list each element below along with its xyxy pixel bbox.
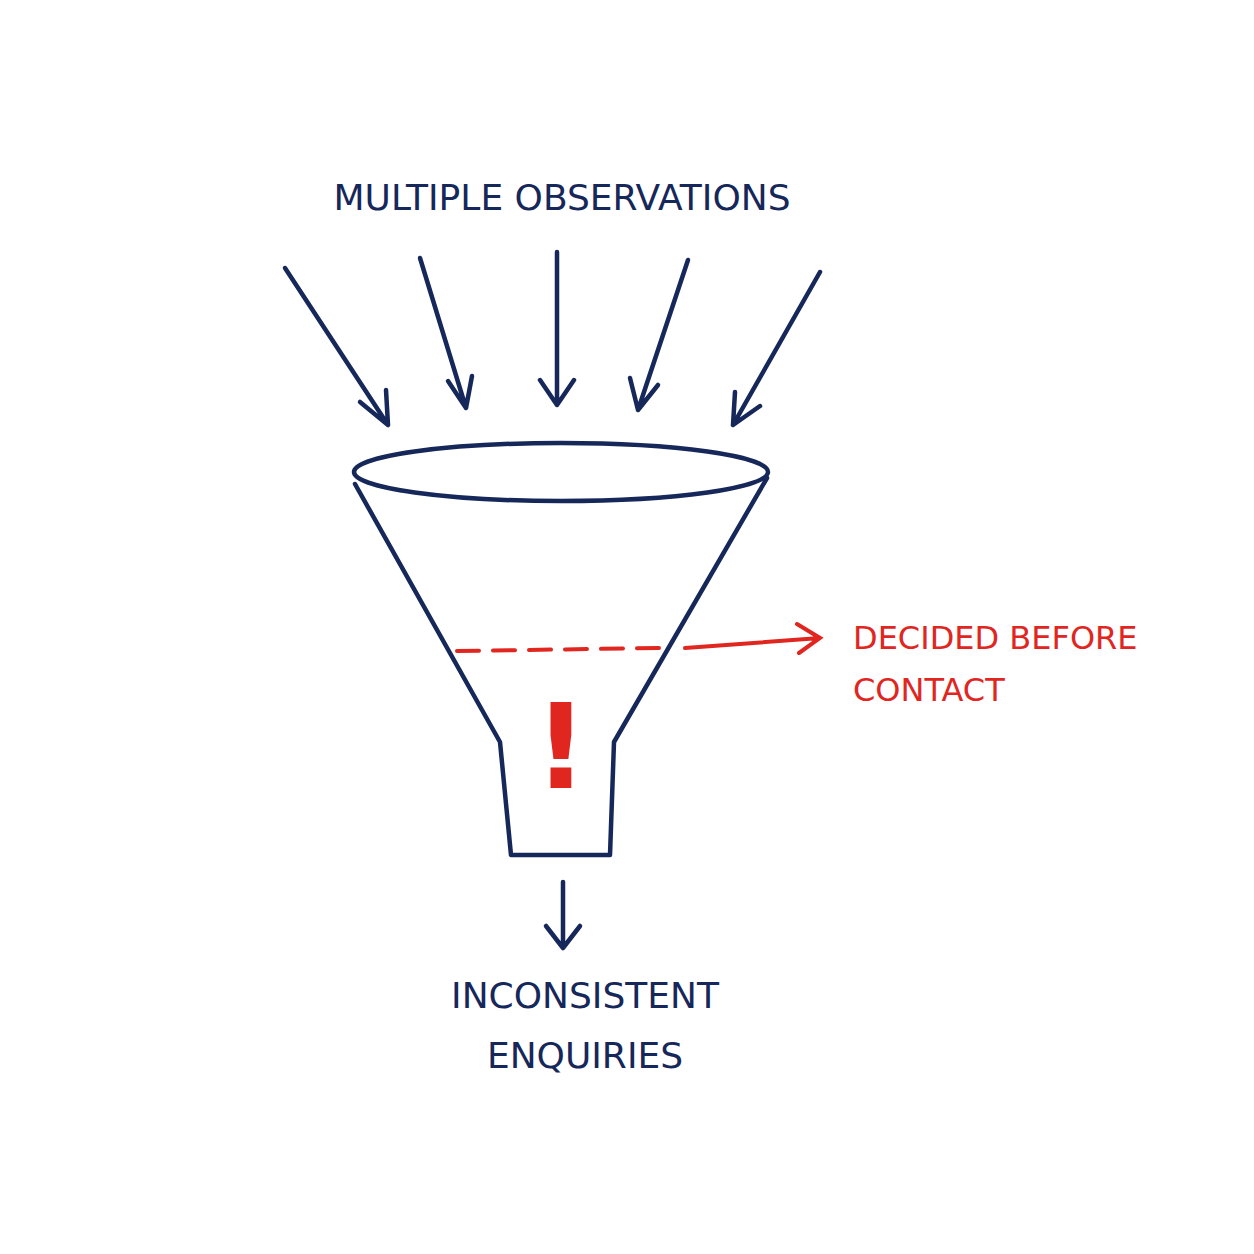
output-label: INCONSISTENT ENQUIRIES bbox=[415, 966, 755, 1086]
callout-label: DECIDED BEFORE CONTACT bbox=[853, 612, 1153, 716]
input-arrows bbox=[285, 252, 820, 425]
decision-line bbox=[457, 648, 660, 651]
leader-arrow bbox=[685, 624, 820, 653]
warning-mark: ! bbox=[521, 682, 601, 812]
heading-label: MULTIPLE OBSERVATIONS bbox=[252, 172, 872, 224]
output-arrow bbox=[546, 882, 580, 948]
funnel bbox=[354, 443, 768, 855]
